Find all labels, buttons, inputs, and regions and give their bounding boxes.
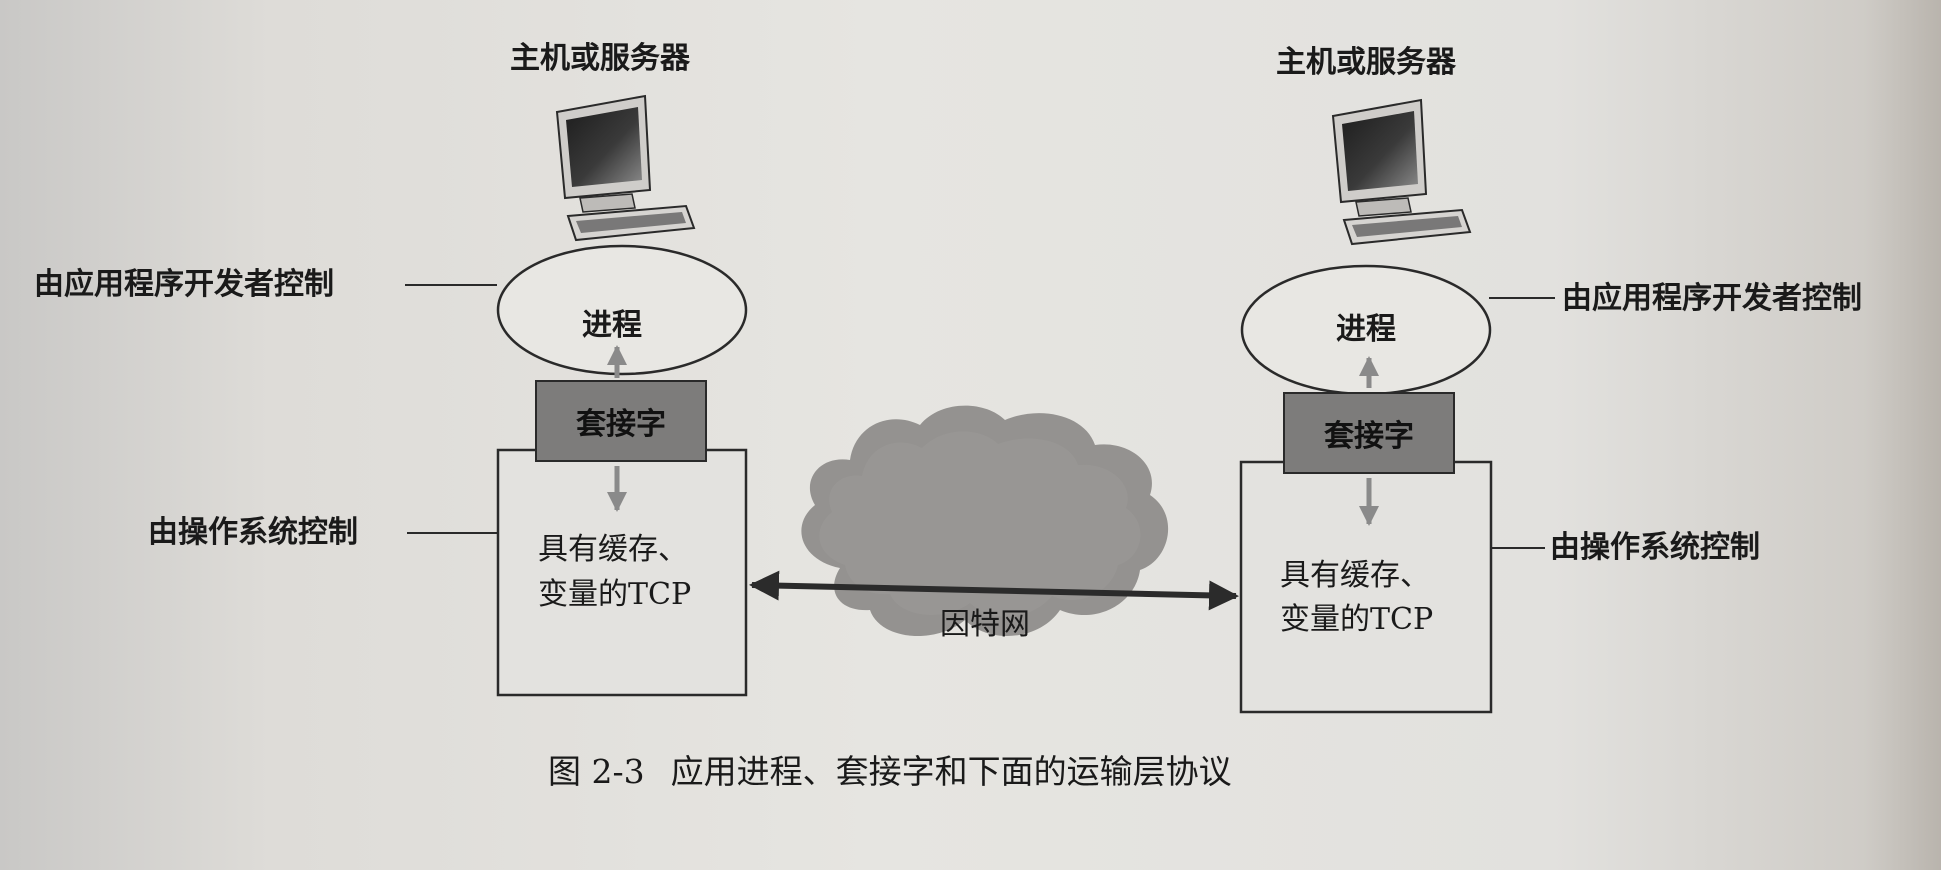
left-process-label: 进程 [582, 308, 642, 343]
left-computer-icon [555, 94, 696, 242]
internet-cloud [801, 405, 1169, 637]
left-host-label: 主机或服务器 [510, 41, 690, 76]
right-process-label: 进程 [1336, 312, 1396, 347]
caption-text: 应用进程、套接字和下面的运输层协议 [670, 752, 1232, 791]
left-app-control-label: 由应用程序开发者控制 [34, 267, 334, 302]
right-os-control-label: 由操作系统控制 [1550, 530, 1760, 565]
right-host-label: 主机或服务器 [1276, 45, 1456, 80]
right-computer-icon [1331, 98, 1472, 246]
left-socket: 套接字 [535, 380, 707, 462]
left-tcp-line1: 具有缓存、 [538, 532, 688, 567]
right-tcp-line1: 具有缓存、 [1280, 558, 1430, 593]
caption-number: 图 2-3 [548, 752, 645, 791]
right-tcp-box [1239, 460, 1493, 714]
right-app-control-label: 由应用程序开发者控制 [1562, 281, 1862, 316]
internet-connection-arrow [749, 570, 1239, 611]
right-tcp-line2: 变量的TCP [1280, 602, 1434, 637]
right-socket: 套接字 [1283, 392, 1455, 474]
figure-caption: 图 2-3 应用进程、套接字和下面的运输层协议 [548, 745, 1232, 793]
left-process-ellipse [496, 244, 748, 376]
left-tcp-line2: 变量的TCP [538, 577, 692, 612]
internet-label: 因特网 [940, 607, 1030, 642]
left-tcp-box [496, 448, 748, 697]
left-os-control-label: 由操作系统控制 [148, 515, 358, 550]
